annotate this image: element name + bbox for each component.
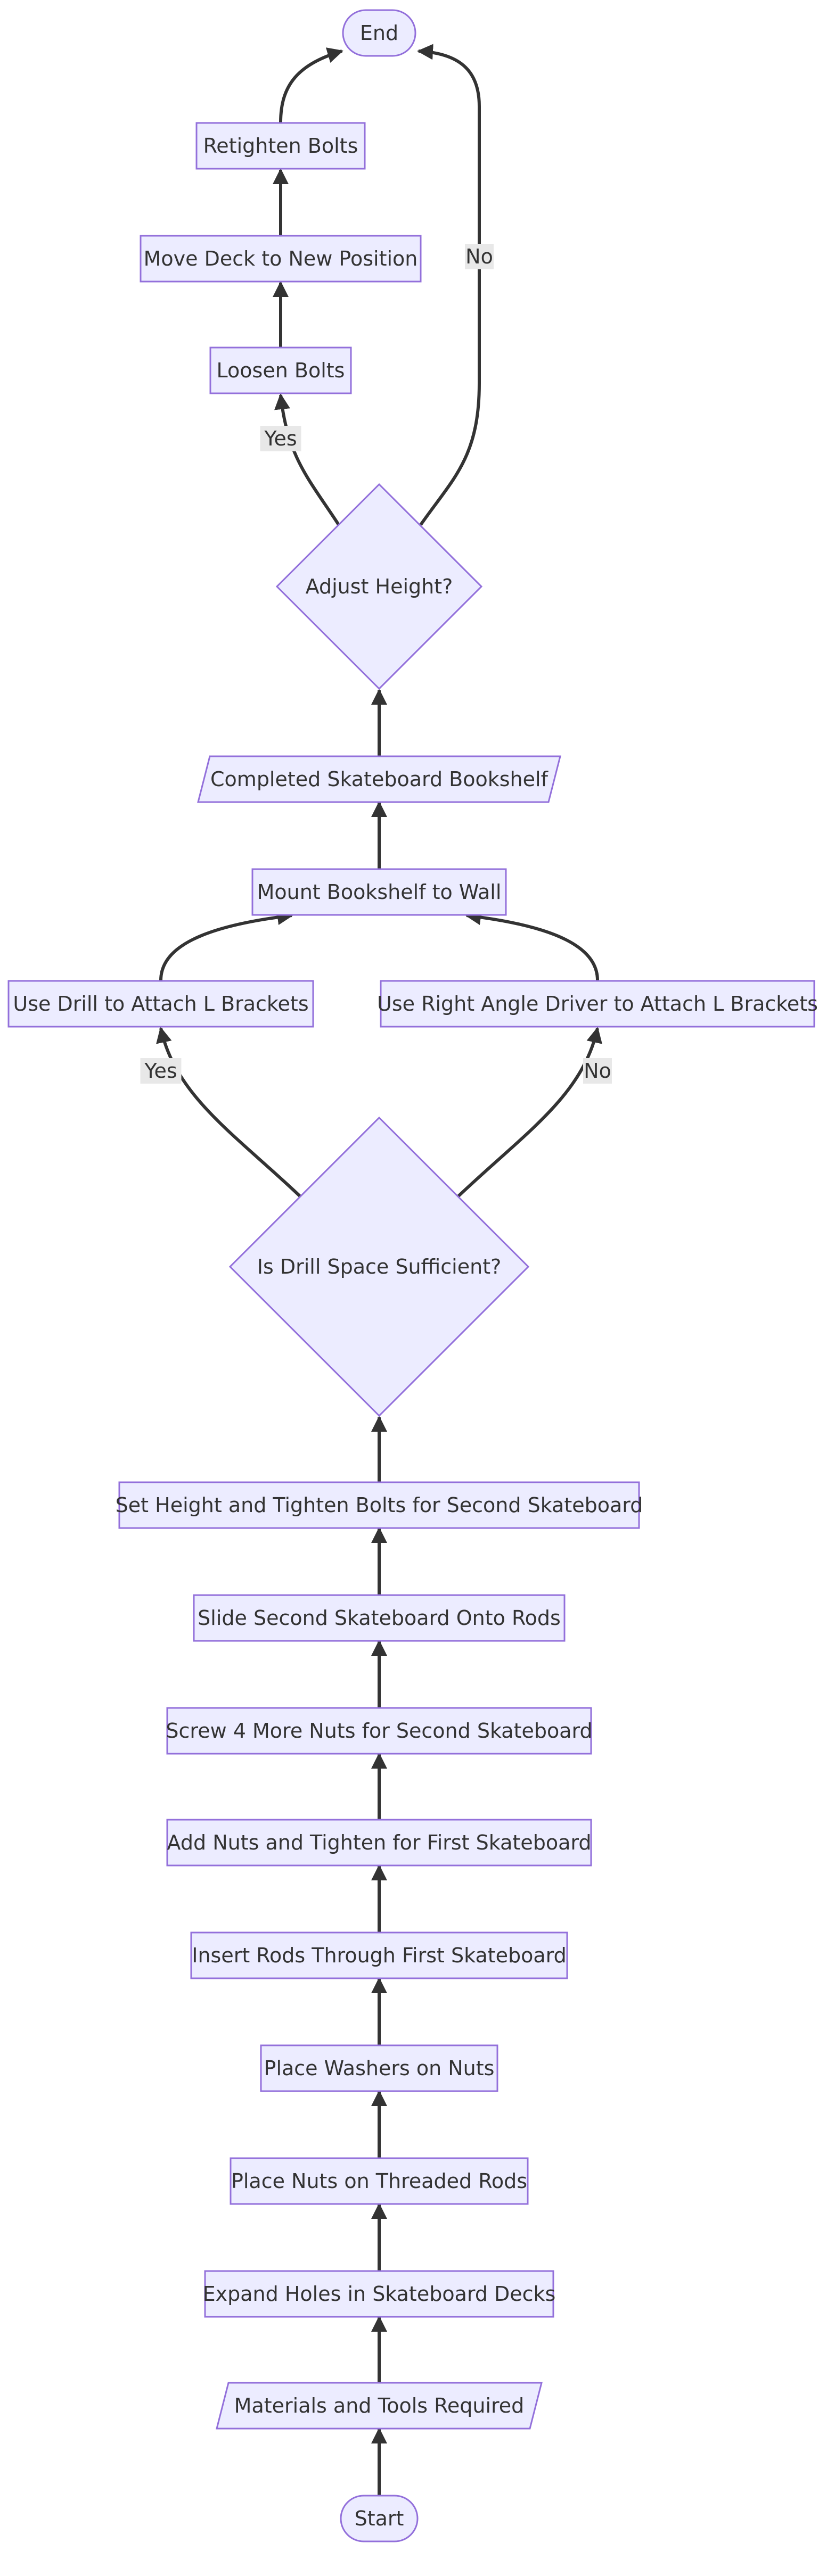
edge-adjust-height-to-end (417, 44, 481, 526)
node-screw-more: Screw 4 More Nuts for Second Skateboard (166, 1707, 593, 1755)
node-shape (7, 980, 314, 1028)
node-shape (228, 1116, 530, 1417)
node-shape (230, 2157, 529, 2205)
node-shape (193, 1594, 566, 1642)
node-label: Add Nuts and Tighten for First Skateboar… (167, 1831, 592, 1854)
edge-label-text: No (584, 1059, 611, 1083)
node-washers: Place Washers on Nuts (260, 2044, 498, 2092)
node-shape (140, 235, 422, 283)
node-label: Expand Holes in Skateboard Decks (203, 2282, 556, 2306)
node-label: Move Deck to New Position (144, 247, 418, 270)
node-shape (166, 1819, 592, 1867)
node-expand-holes: Expand Holes in Skateboard Decks (203, 2270, 556, 2318)
edge-label-adjust-height-to-loosen: Yes (260, 426, 301, 451)
node-insert-rods: Insert Rods Through First Skateboard (190, 1931, 568, 1979)
edge-label-background (140, 1058, 182, 1084)
edge-label-text: No (465, 245, 493, 268)
node-use-drill: Use Drill to Attach L Brackets (7, 980, 314, 1028)
edges-layer (156, 44, 602, 2496)
node-label: Place Nuts on Threaded Rods (231, 2169, 527, 2193)
edge-use-right-angle-to-mount (465, 909, 599, 981)
node-shape (380, 980, 815, 1028)
edge-retighten-to-end (279, 47, 343, 123)
edge-label-background (465, 244, 494, 269)
edge-use-drill-to-mount (159, 909, 293, 981)
node-label: Set Height and Tighten Bolts for Second … (116, 1493, 643, 1517)
edge-drill-space-to-use-drill (156, 1027, 303, 1199)
node-shape (166, 1707, 592, 1755)
edge-label-text: Yes (144, 1059, 177, 1083)
node-shape (260, 2044, 498, 2092)
node-place-nuts: Place Nuts on Threaded Rods (230, 2157, 529, 2205)
node-use-right-angle: Use Right Angle Driver to Attach L Brack… (377, 980, 818, 1028)
edge-label-background (260, 426, 301, 451)
node-drill-space: Is Drill Space Sufficient? (228, 1116, 530, 1417)
edge-drill-space-to-use-right-angle (455, 1027, 602, 1199)
node-label: Adjust Height? (306, 575, 453, 598)
node-label: Use Right Angle Driver to Attach L Brack… (377, 992, 818, 1015)
node-retighten: Retighten Bolts (195, 122, 366, 170)
node-shape (204, 2270, 554, 2318)
node-shape (118, 1481, 640, 1529)
node-label: Screw 4 More Nuts for Second Skateboard (166, 1719, 592, 1743)
node-label: Completed Skateboard Bookshelf (210, 767, 549, 791)
node-label: Insert Rods Through First Skateboard (192, 1944, 567, 1967)
node-mount: Mount Bookshelf to Wall (251, 868, 507, 916)
node-add-nuts: Add Nuts and Tighten for First Skateboar… (166, 1819, 592, 1867)
node-label: End (360, 21, 398, 45)
node-shape (190, 1931, 568, 1979)
node-shape (197, 755, 561, 803)
node-label: Start (355, 2507, 404, 2530)
node-slide-second: Slide Second Skateboard Onto Rods (193, 1594, 566, 1642)
node-shape (342, 9, 416, 57)
edge-label-text: Yes (264, 427, 297, 450)
node-label: Place Washers on Nuts (264, 2057, 495, 2080)
node-shape (251, 868, 507, 916)
node-materials: Materials and Tools Required (216, 2382, 543, 2430)
node-shape (216, 2382, 543, 2430)
node-shape (195, 122, 366, 170)
node-label: Is Drill Space Sufficient? (257, 1255, 502, 1278)
edge-label-background (583, 1058, 612, 1084)
node-shape (209, 346, 352, 394)
edge-label-adjust-height-to-end: No (465, 244, 494, 269)
node-label: Materials and Tools Required (234, 2394, 525, 2417)
node-shape (340, 2495, 419, 2542)
node-adjust-height: Adjust Height? (275, 483, 483, 690)
edge-label-drill-space-to-use-right-angle: No (583, 1058, 612, 1084)
edge-adjust-height-to-loosen (274, 393, 340, 526)
node-completed: Completed Skateboard Bookshelf (197, 755, 561, 803)
node-move-deck: Move Deck to New Position (140, 235, 422, 283)
node-end: End (342, 9, 416, 57)
node-start: Start (340, 2495, 419, 2542)
node-label: Mount Bookshelf to Wall (257, 880, 502, 904)
node-shape (275, 483, 483, 690)
node-label: Slide Second Skateboard Onto Rods (198, 1606, 561, 1630)
node-loosen: Loosen Bolts (209, 346, 352, 394)
node-label: Retighten Bolts (203, 134, 358, 158)
node-label: Use Drill to Attach L Brackets (13, 992, 308, 1015)
node-label: Loosen Bolts (217, 359, 345, 382)
edge-label-drill-space-to-use-drill: Yes (140, 1058, 182, 1084)
node-set-height: Set Height and Tighten Bolts for Second … (116, 1481, 643, 1529)
